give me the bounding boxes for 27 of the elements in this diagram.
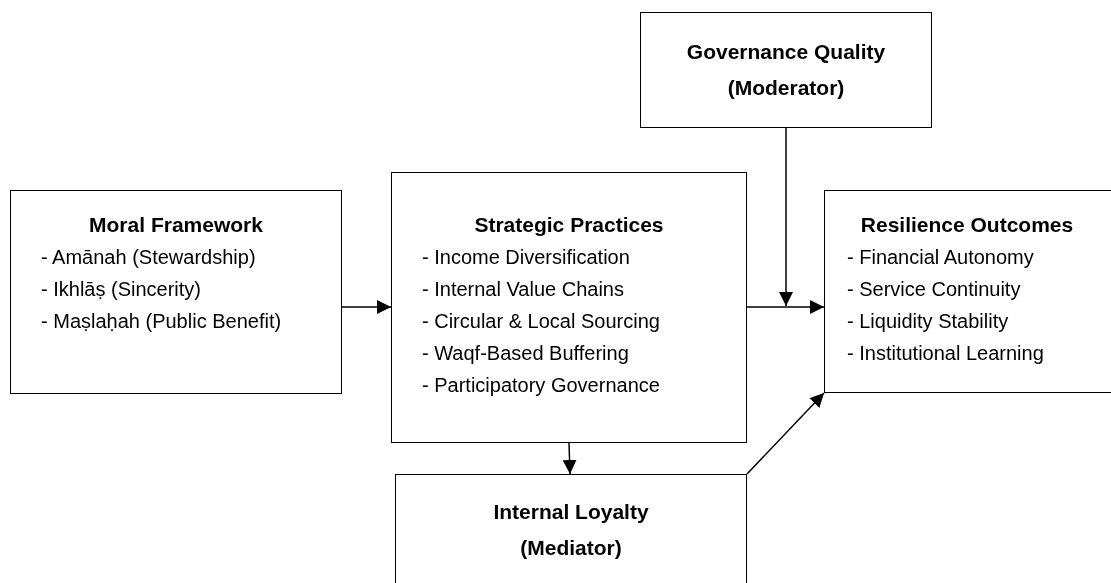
list-item: - Ikhlāṣ (Sincerity) (41, 277, 203, 302)
box-heading: Internal Loyalty (Mediator) (492, 498, 650, 561)
list-item: - Internal Value Chains (422, 277, 625, 302)
list-item: - Financial Autonomy (847, 245, 1035, 270)
concept-box (824, 190, 1111, 393)
list-item: - Amānah (Stewardship) (41, 245, 257, 270)
arrow (562, 442, 577, 475)
arrow (746, 300, 825, 314)
arrow (746, 392, 825, 475)
list-item: - Income Diversification (422, 245, 631, 270)
list-item: - Participatory Governance (422, 373, 661, 398)
box-heading: Strategic Practices (473, 212, 665, 238)
list-item: - Maṣlaḥah (Public Benefit) (41, 309, 283, 334)
list-item: - Institutional Learning (847, 341, 1045, 366)
box-heading: Moral Framework (88, 212, 264, 238)
box-heading: Governance Quality (Moderator) (685, 39, 887, 101)
list-item: - Circular & Local Sourcing (422, 309, 661, 334)
arrow (341, 300, 392, 314)
list-item: - Liquidity Stability (847, 309, 1010, 334)
concept-box (395, 474, 747, 583)
list-item: - Waqf-Based Buffering (422, 341, 630, 366)
arrow (779, 127, 793, 307)
concept-box (391, 172, 747, 443)
box-heading: Resilience Outcomes (859, 212, 1075, 238)
concept-box (640, 12, 932, 128)
list-item: - Service Continuity (847, 277, 1022, 302)
concept-box (10, 190, 342, 394)
